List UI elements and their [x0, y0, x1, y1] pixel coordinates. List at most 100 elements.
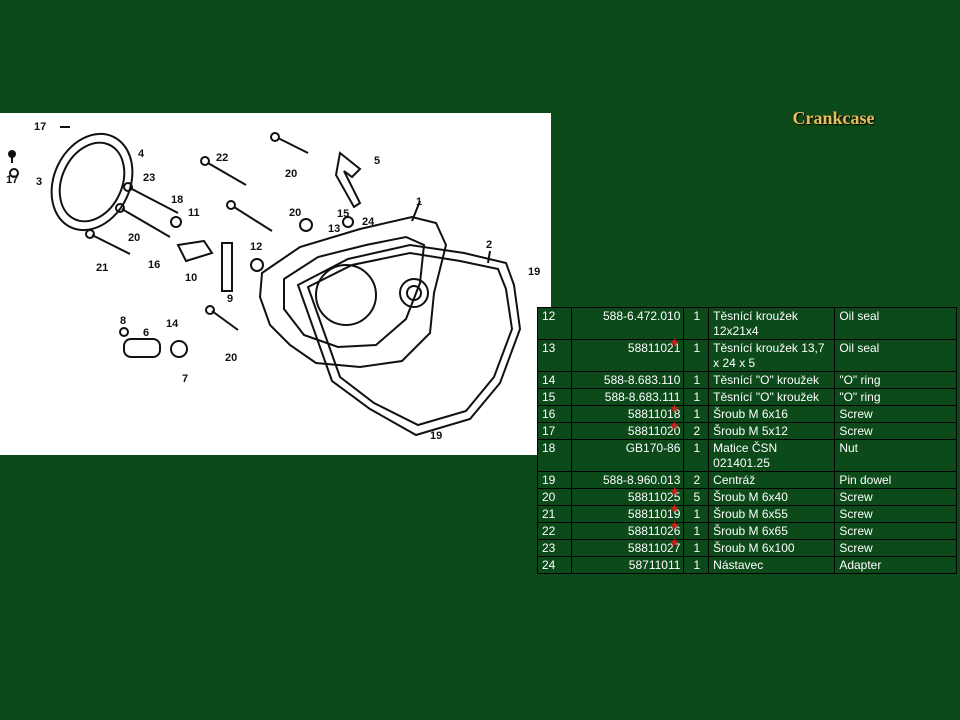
table-row: 13 58811021★ 1 Těsnící kroužek 13,7 x 24 x … [537, 337, 957, 372]
position-text: 21 [542, 507, 556, 521]
position-cell: 22 [537, 522, 572, 540]
part-number-cell: 58811021★ [570, 337, 685, 372]
czech-name-text: Šroub M 6x55 [713, 507, 788, 521]
callout-22: 22 [216, 152, 228, 164]
red-star-marker-icon: ★ [669, 520, 680, 532]
position-cell: 12 [537, 307, 572, 340]
english-name-text: Screw [839, 507, 873, 521]
red-star-marker-icon: ★ [669, 420, 680, 432]
page-title: Crankcase [792, 108, 875, 128]
czech-name-text: Těsnící kroužek 13,7 x 24 x 5 [713, 341, 825, 370]
position-cell: 17 [537, 422, 572, 440]
red-star-marker-icon: ★ [669, 337, 680, 349]
czech-name-text: Centráž [713, 473, 756, 487]
position-cell: 13 [537, 339, 572, 372]
position-text: 13 [542, 341, 556, 355]
czech-name-text: Šroub M 6x100 [713, 541, 795, 555]
callout-15: 15 [337, 208, 349, 220]
callout-4: 4 [138, 148, 145, 160]
position-text: 22 [542, 524, 556, 538]
position-cell: 19 [537, 471, 572, 489]
position-text: 20 [542, 490, 556, 504]
czech-name-text: Šroub M 6x40 [713, 490, 788, 504]
quantity-text: 1 [693, 373, 701, 387]
quantity-cell: 1 [683, 371, 710, 389]
quantity-text: 1 [693, 390, 701, 404]
part-number-cell: 58811027★ [570, 538, 685, 557]
callout-8: 8 [120, 315, 126, 327]
english-name-text: "O" ring [839, 390, 881, 404]
quantity-cell: 5 [683, 488, 710, 506]
callout-16: 16 [148, 259, 160, 271]
callout-19b: 19 [430, 430, 442, 442]
english-name-cell: Oil seal [834, 307, 957, 340]
english-name-text: Oil seal [839, 309, 880, 323]
callout-13: 13 [328, 223, 340, 235]
english-name-text: Screw [839, 541, 873, 555]
callout-20d: 20 [289, 207, 301, 219]
part-number-text: GB170-86 [625, 441, 681, 455]
position-text: 12 [542, 309, 556, 323]
quantity-text: 1 [693, 558, 701, 572]
part-number-text: 588-6.472.010 [603, 309, 681, 323]
callout-17a: 17 [34, 121, 46, 133]
callout-21: 21 [96, 262, 108, 274]
english-name-text: Adapter [839, 558, 882, 572]
part-number-text: 58811020 [627, 424, 681, 438]
english-name-cell: Adapter [834, 556, 957, 574]
position-cell: 24 [537, 556, 572, 574]
czech-name-cell: Těsnící kroužek 13,7 x 24 x 5 [708, 339, 836, 372]
callout-3: 3 [36, 176, 42, 188]
english-name-text: Nut [839, 441, 858, 455]
english-name-cell: Screw [834, 505, 957, 523]
position-text: 23 [542, 541, 556, 555]
red-star-marker-icon: ★ [669, 503, 680, 515]
english-name-cell: Oil seal [834, 339, 957, 372]
czech-name-text: Matice ČSN 021401.25 [713, 441, 778, 470]
part-number-cell: 58711011 [570, 556, 685, 574]
part-number-cell: 58811018★ [570, 404, 685, 423]
part-number-text: 58811018 [627, 407, 681, 421]
quantity-text: 1 [693, 524, 701, 538]
quantity-text: 1 [693, 341, 701, 355]
callout-20a: 20 [128, 232, 140, 244]
english-name-text: Screw [839, 424, 873, 438]
czech-name-cell: Těsnící kroužek 12x21x4 [708, 307, 836, 340]
czech-name-text: Těsnící kroužek 12x21x4 [713, 309, 798, 338]
part-number-text: 588-8.683.110 [603, 373, 681, 387]
part-number-text: 588-8.960.013 [603, 473, 681, 487]
part-number-text: 58811025 [627, 490, 681, 504]
callout-1: 1 [416, 196, 422, 208]
quantity-cell: 1 [683, 522, 710, 540]
callout-6: 6 [143, 327, 149, 339]
quantity-cell: 1 [683, 505, 710, 523]
callout-14: 14 [166, 318, 179, 330]
position-text: 17 [542, 424, 556, 438]
english-name-cell: "O" ring [834, 371, 957, 389]
quantity-text: 2 [693, 424, 701, 438]
english-name-cell: Screw [834, 422, 957, 440]
part-number-text: 58811026 [627, 524, 681, 538]
czech-name-text: Těsnící "O" kroužek [713, 390, 820, 404]
callout-19a: 19 [528, 266, 540, 278]
red-star-marker-icon: ★ [669, 486, 680, 498]
english-name-text: Screw [839, 490, 873, 504]
callout-12: 12 [250, 241, 262, 253]
czech-name-cell: Nástavec [708, 556, 836, 574]
position-text: 14 [542, 373, 556, 387]
quantity-text: 1 [693, 407, 701, 421]
english-name-text: Pin dowel [839, 473, 892, 487]
quantity-text: 1 [693, 309, 701, 323]
callout-11: 11 [188, 207, 200, 219]
position-cell: 23 [537, 539, 572, 557]
